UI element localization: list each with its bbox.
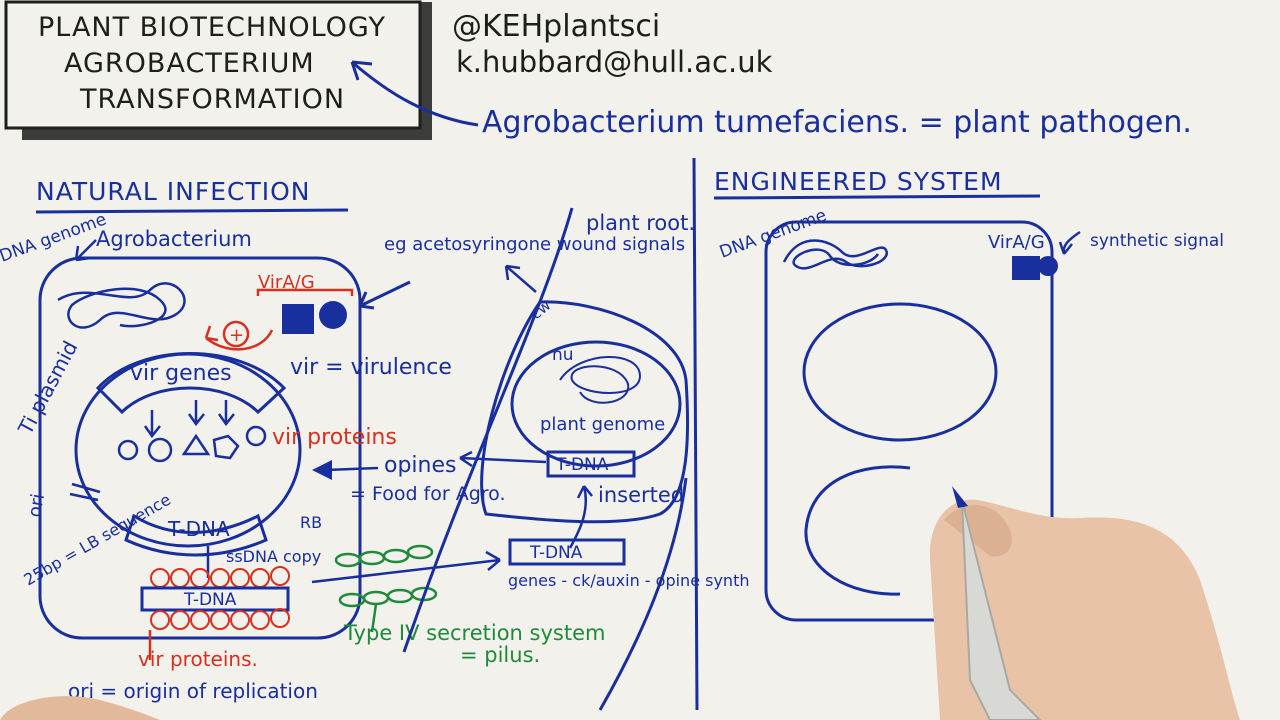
tdna-plasmid-label: T-DNA (167, 517, 230, 541)
twitter-handle: @KEHplantsci (452, 9, 660, 44)
vir-genes-label: vir genes (130, 361, 232, 386)
engineered-virg-receptor (1038, 256, 1058, 276)
tdna-transfer-label: T-DNA (529, 543, 583, 563)
tdna-strand-box (140, 586, 290, 612)
title-arrow-head (350, 60, 373, 81)
wound-signals-label: eg acetosyringone wound signals (384, 234, 685, 255)
signal-arrow (358, 280, 411, 310)
agrobacterium-arrow (74, 239, 97, 262)
ssdna-label: ssDNA copy (226, 547, 321, 566)
vir-expression-arrows (143, 400, 235, 439)
agrobacterium-label: Agrobacterium (96, 227, 252, 251)
agrobacterium-cell (38, 256, 362, 640)
pilus-top (334, 544, 434, 568)
engineered-cell (764, 220, 1054, 622)
vir-protein-shapes (117, 425, 267, 463)
activation-arrow (204, 325, 274, 351)
vira-g-bracket (256, 288, 354, 296)
inserted-label: inserted (598, 483, 684, 507)
plant-genome-label: plant genome (540, 414, 665, 435)
engineered-genome-squiggle (782, 239, 888, 270)
title-line-2: AGROBACTERIUM (64, 48, 315, 79)
opines-arrow-from-nucleus (459, 450, 547, 468)
opines-arrow-head (312, 460, 332, 480)
presenter-hand-left (0, 696, 160, 720)
tdna-plasmid-band (124, 513, 268, 557)
type4-label: Type IV secretion system (343, 621, 605, 645)
cw-label: cw (527, 296, 554, 323)
tdna-inserted-box (546, 450, 636, 478)
activation-plus-circle (222, 320, 250, 348)
tdna-transfer-box (508, 538, 626, 566)
plant-root-line-left (402, 207, 574, 653)
plant-root-line-right (598, 477, 688, 711)
activation-plus-sign: + (229, 325, 244, 346)
marker-pen (961, 499, 1042, 720)
insertion-arrow (568, 485, 593, 549)
nu-label: nu (552, 345, 574, 365)
vira-receptor-square (282, 304, 314, 334)
plant-nucleus (510, 340, 682, 468)
title-box: PLANT BIOTECHNOLOGY AGROBACTERIUM TRANSF… (4, 0, 432, 140)
tdna-genes-label: genes - ck/auxin - opine synth (508, 571, 749, 590)
vir-proteins-label: vir proteins (272, 425, 397, 450)
pilus-label: = pilus. (460, 643, 540, 667)
plant-cell-wall (480, 300, 690, 524)
plant-genome-squiggle (559, 356, 642, 404)
plant-root-label: plant root. (586, 211, 695, 235)
rb-label: RB (300, 513, 322, 532)
food-for-agro-label: = Food for Agro. (350, 483, 506, 505)
vertical-divider (692, 157, 699, 711)
vir-proteins-bottom-label: vir proteins. (138, 647, 258, 671)
tdna-inserted-label: T-DNA (555, 455, 609, 475)
ori-label: ori (24, 492, 49, 519)
opines-label: opines (384, 453, 456, 478)
pilus-pointer (370, 603, 378, 633)
engineered-vira-receptor (1012, 256, 1040, 280)
engineered-dna-genome-label: DNA genome (717, 205, 829, 262)
ti-plasmid-label: Ti plasmid (13, 337, 83, 439)
synthetic-signal-arrow (1058, 230, 1081, 255)
synthetic-signal-label: synthetic signal (1090, 231, 1224, 251)
transfer-arrow (311, 550, 501, 584)
ori-mark (69, 482, 101, 502)
vir-genes-band (95, 352, 287, 415)
engineered-plasmid-upper (802, 302, 998, 442)
title-line-3: TRANSFORMATION (79, 84, 345, 115)
vir-protein-coat-top (150, 566, 290, 588)
email-address: k.hubbard@hull.ac.uk (456, 45, 773, 79)
natural-heading-underline (35, 208, 349, 214)
vir-protein-coat-bottom (150, 608, 290, 630)
tdna-strand-label: T-DNA (183, 590, 237, 610)
vir-virulence-label: vir = virulence (290, 355, 452, 380)
title-line-1: PLANT BIOTECHNOLOGY (38, 12, 386, 43)
ori-definition: ori = origin of replication (68, 679, 318, 703)
definition-text: Agrobacterium tumefaciens. = plant patho… (482, 105, 1192, 140)
vira-g-label: VirA/G (258, 272, 315, 293)
wound-signals-arrow (504, 264, 537, 293)
title-arrow (351, 60, 479, 127)
bacterial-genome-squiggle (57, 282, 186, 329)
natural-heading: NATURAL INFECTION (36, 177, 311, 206)
engineered-plasmid-lower (804, 465, 911, 596)
opines-arrow-to-bacterium (325, 466, 379, 472)
engineered-vira-g-label: VirA/G (988, 232, 1045, 253)
engineered-heading-underline (713, 194, 1041, 200)
engineered-heading: ENGINEERED SYSTEM (714, 167, 1003, 196)
virg-receptor-circle (319, 301, 347, 329)
presenter-hand (929, 486, 1240, 720)
